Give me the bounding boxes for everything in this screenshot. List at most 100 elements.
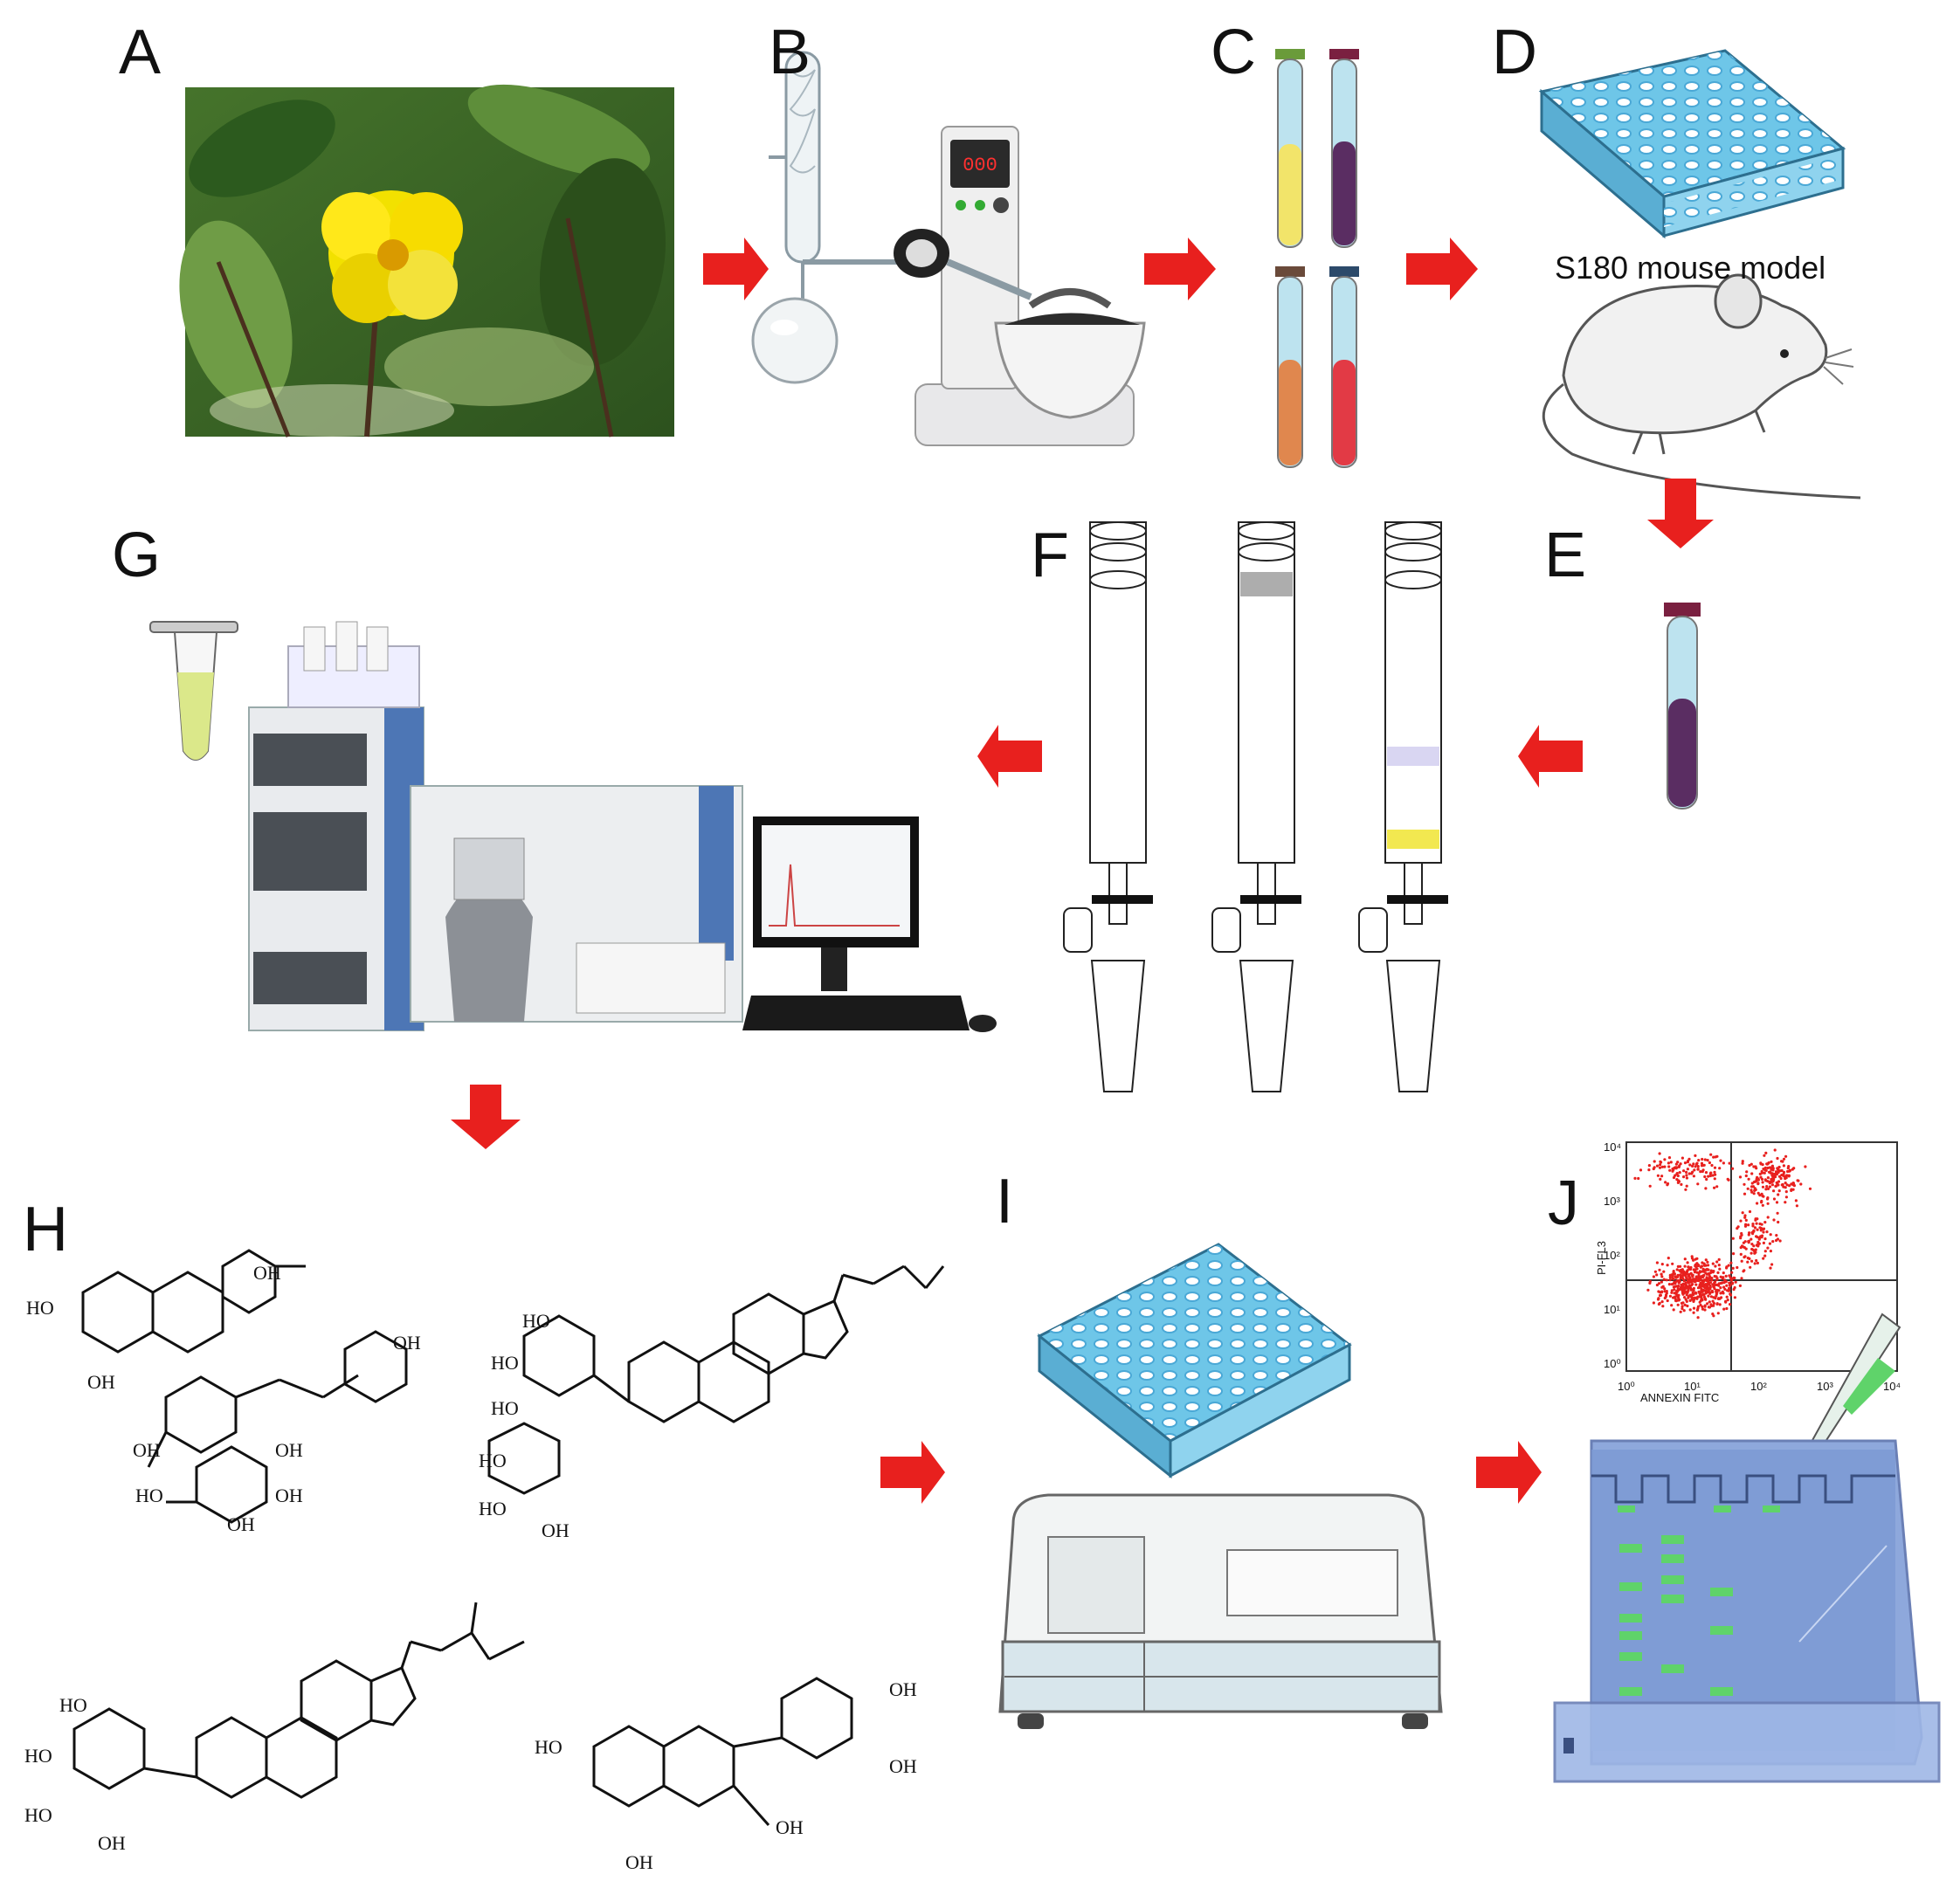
panel-label-d: D <box>1492 17 1537 87</box>
svg-text:HO: HO <box>491 1352 519 1374</box>
flow-dot <box>1744 1218 1748 1222</box>
flow-dot <box>1747 1177 1750 1181</box>
flow-dot <box>1763 1250 1767 1253</box>
lc-ms-instrument <box>248 621 743 1031</box>
flow-dot <box>1658 1301 1661 1306</box>
flow-dot <box>1758 1172 1762 1175</box>
flow-dot <box>1676 1286 1680 1290</box>
flow-dot <box>1687 1265 1690 1269</box>
flow-dot <box>1680 1156 1684 1160</box>
flow-dot <box>1688 1285 1692 1289</box>
flow-dot <box>1711 1174 1715 1177</box>
eppendorf-tube <box>149 621 238 761</box>
flow-dot <box>1751 1223 1755 1226</box>
flow-dot <box>1758 1222 1762 1226</box>
chemical-structures <box>72 1249 945 1826</box>
tube-red <box>1329 266 1359 468</box>
flow-dot <box>1668 1278 1672 1282</box>
svg-text:HO: HO <box>24 1745 52 1767</box>
flow-dot <box>1701 1157 1704 1161</box>
flow-dot <box>1712 1285 1715 1289</box>
flow-dot <box>1695 1262 1699 1265</box>
flow-dot <box>1764 1188 1768 1191</box>
flow-dot <box>1762 1195 1765 1198</box>
flow-dot <box>1708 1161 1711 1165</box>
flow-dot <box>1667 1165 1671 1168</box>
flow-dot <box>1659 1291 1662 1294</box>
flow-dot <box>1660 1165 1664 1168</box>
flow-dot <box>1736 1265 1739 1270</box>
chem-labels: OH HO OH OH OH OH HO OH OH HO HO HO HO H… <box>24 1262 917 1873</box>
flow-dot <box>1777 1175 1782 1178</box>
flow-dot <box>1784 1154 1788 1158</box>
flow-dot <box>1687 1172 1691 1175</box>
flow-dots <box>1633 1148 1812 1319</box>
flow-dot <box>1710 1163 1714 1168</box>
flow-dot <box>1740 1259 1743 1263</box>
flow-dot <box>1688 1308 1692 1312</box>
flow-dot <box>1705 1177 1708 1182</box>
flow-dot <box>1728 1274 1731 1278</box>
arrow-b-to-c <box>1144 238 1216 300</box>
flow-dot <box>1690 1298 1694 1301</box>
flow-dot <box>1709 1295 1713 1299</box>
flow-dot <box>1787 1175 1791 1178</box>
gel-bands <box>1618 1505 1780 1696</box>
flow-dot <box>1658 1293 1662 1298</box>
flow-dot <box>1659 1160 1662 1163</box>
rotary-evaporator: 000 <box>751 51 1146 446</box>
flow-dot <box>1763 1178 1767 1182</box>
flow-dot <box>1785 1174 1789 1177</box>
flow-dot <box>1760 1201 1763 1204</box>
flow-dot <box>1755 1179 1758 1182</box>
flow-dot <box>1750 1251 1753 1255</box>
flow-dot <box>1718 1267 1722 1271</box>
flow-dot <box>1694 1154 1697 1157</box>
svg-text:HO: HO <box>26 1297 54 1319</box>
flow-dot <box>1761 1203 1764 1207</box>
flow-dot <box>1710 1278 1714 1282</box>
flow-dot <box>1685 1176 1688 1180</box>
flow-dot <box>1682 1279 1686 1283</box>
flow-dot <box>1655 1283 1659 1287</box>
flow-dot <box>1664 1293 1668 1297</box>
arrow-i-to-j <box>1476 1441 1542 1504</box>
flow-dot <box>1780 1168 1784 1173</box>
flow-dot <box>1766 1246 1770 1250</box>
flow-dot <box>1696 1264 1700 1268</box>
flow-dot <box>1686 1168 1689 1171</box>
flow-dot <box>1667 1156 1672 1160</box>
flow-dot <box>1687 1274 1691 1278</box>
flow-dot <box>1713 1170 1716 1174</box>
flow-dot <box>1695 1278 1700 1282</box>
y-tick-1: 10¹ <box>1604 1303 1620 1316</box>
flow-dot <box>1715 1260 1719 1264</box>
flow-dot <box>1701 1163 1705 1168</box>
flow-dot <box>1739 1219 1743 1223</box>
flow-dot <box>1683 1296 1687 1299</box>
flow-dot <box>1763 1237 1767 1241</box>
flow-dot <box>1722 1276 1725 1279</box>
flow-dot <box>1708 1174 1712 1178</box>
flow-dot <box>1694 1162 1698 1166</box>
flow-dot <box>1774 1238 1778 1243</box>
flow-dot <box>1784 1195 1788 1199</box>
flow-dot <box>1671 1168 1674 1171</box>
flow-dot <box>1738 1284 1742 1287</box>
flow-dot <box>1684 1188 1687 1191</box>
flow-dot <box>1748 1163 1751 1168</box>
flow-dot <box>1681 1292 1685 1296</box>
flow-dot <box>1771 1240 1775 1244</box>
flow-dot <box>1699 1303 1702 1307</box>
flow-dot <box>1694 1296 1699 1299</box>
flow-dot <box>1762 1257 1765 1260</box>
arrow-d-to-e <box>1647 479 1714 548</box>
flow-dot <box>1769 1266 1772 1270</box>
svg-text:OH: OH <box>889 1755 917 1777</box>
flow-dot <box>1716 1297 1721 1300</box>
flow-dot <box>1688 1163 1692 1167</box>
flow-dot <box>1658 1166 1662 1169</box>
svg-text:HO: HO <box>135 1485 163 1506</box>
flow-dot <box>1791 1188 1795 1191</box>
